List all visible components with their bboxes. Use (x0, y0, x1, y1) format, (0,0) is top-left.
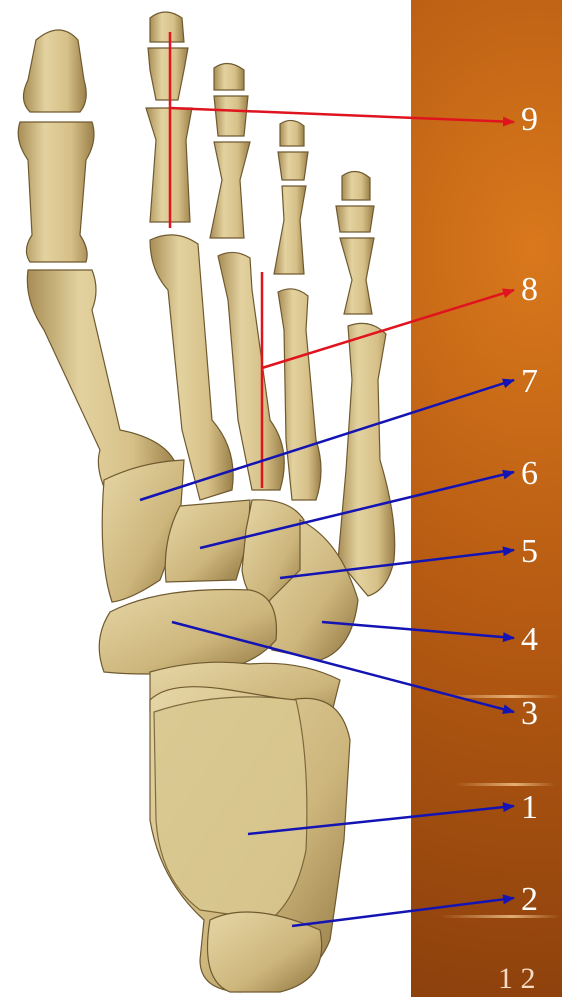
label-4: 4 (521, 620, 561, 660)
page-number: 1 2 (498, 962, 536, 996)
arrow-9 (170, 108, 514, 122)
arrow-5 (280, 550, 514, 578)
label-1: 1 (521, 788, 561, 828)
label-2: 2 (521, 880, 561, 920)
label-8: 8 (521, 270, 561, 310)
arrow-4 (322, 622, 514, 638)
label-5: 5 (521, 532, 561, 572)
arrow-2 (292, 898, 514, 926)
label-6: 6 (521, 454, 561, 494)
arrow-8 (262, 290, 514, 368)
arrow-6 (200, 472, 514, 548)
label-9: 9 (521, 100, 561, 140)
arrow-3 (172, 622, 514, 712)
label-7: 7 (521, 362, 561, 402)
label-3: 3 (521, 694, 561, 734)
arrow-1 (248, 806, 514, 834)
arrow-7 (140, 380, 514, 500)
